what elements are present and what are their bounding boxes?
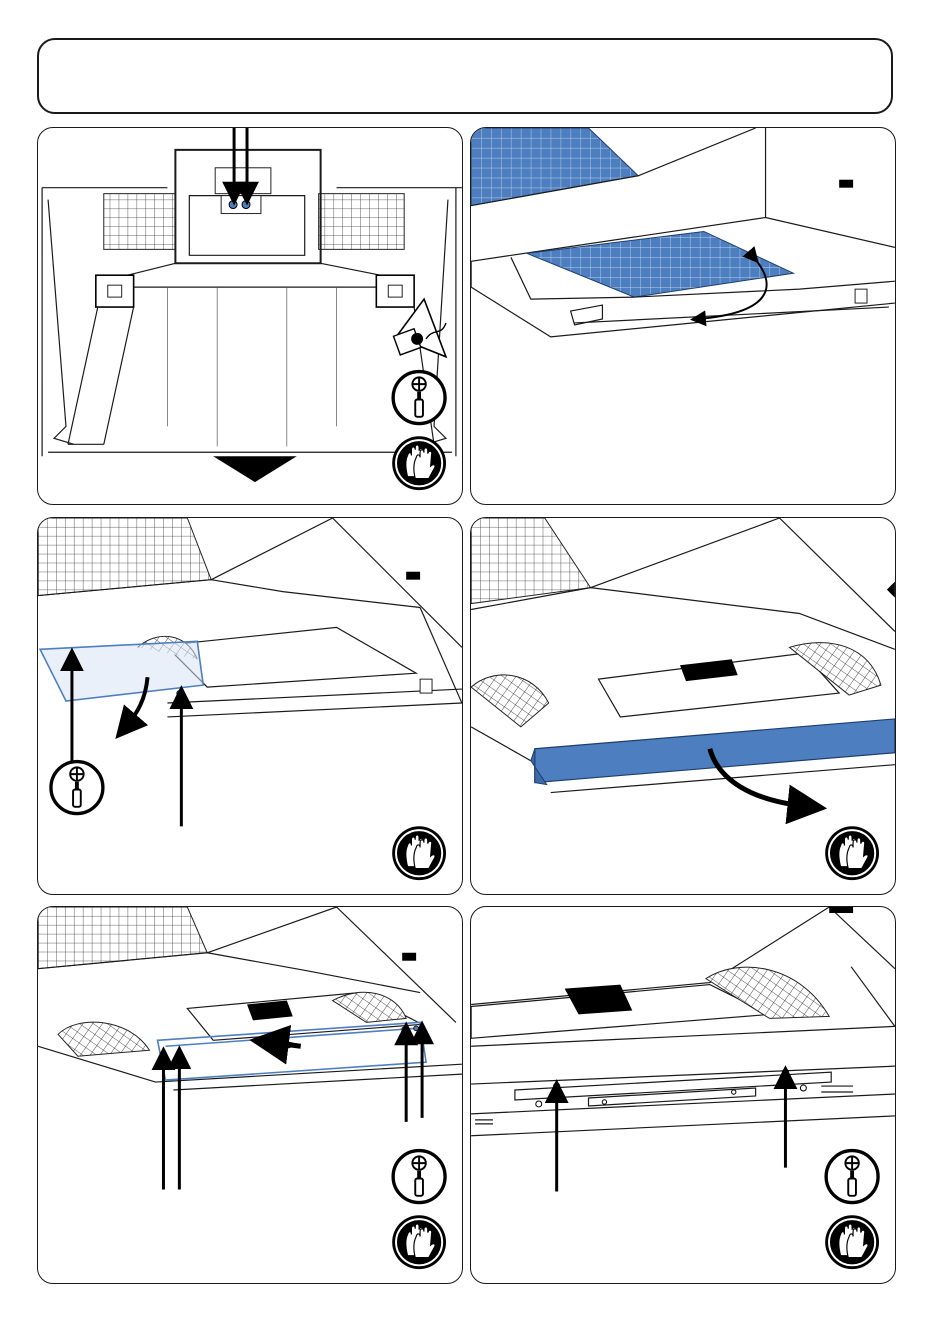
gloves-icon bbox=[825, 826, 879, 880]
screwdriver-icon bbox=[393, 372, 445, 424]
screwdriver-icon bbox=[51, 762, 103, 814]
step-4-illustration bbox=[471, 518, 895, 894]
gloves-icon bbox=[392, 436, 446, 490]
step-5-panel bbox=[37, 906, 463, 1284]
step-5-illustration bbox=[38, 907, 462, 1283]
step-3-panel bbox=[37, 517, 463, 895]
step-1-illustration bbox=[38, 128, 462, 504]
screwdriver-icon bbox=[826, 1151, 878, 1203]
screwdriver-icon bbox=[393, 1151, 445, 1203]
step-6-illustration bbox=[471, 907, 895, 1283]
step-3-illustration bbox=[38, 518, 462, 894]
gloves-icon bbox=[392, 1215, 446, 1269]
step-1-panel bbox=[37, 127, 463, 505]
title-box bbox=[37, 38, 893, 114]
step-2-illustration bbox=[471, 128, 895, 504]
gloves-icon bbox=[825, 1215, 879, 1269]
step-2-panel bbox=[470, 127, 896, 505]
step-6-panel bbox=[470, 906, 896, 1284]
gloves-icon bbox=[392, 826, 446, 880]
step-4-panel bbox=[470, 517, 896, 895]
